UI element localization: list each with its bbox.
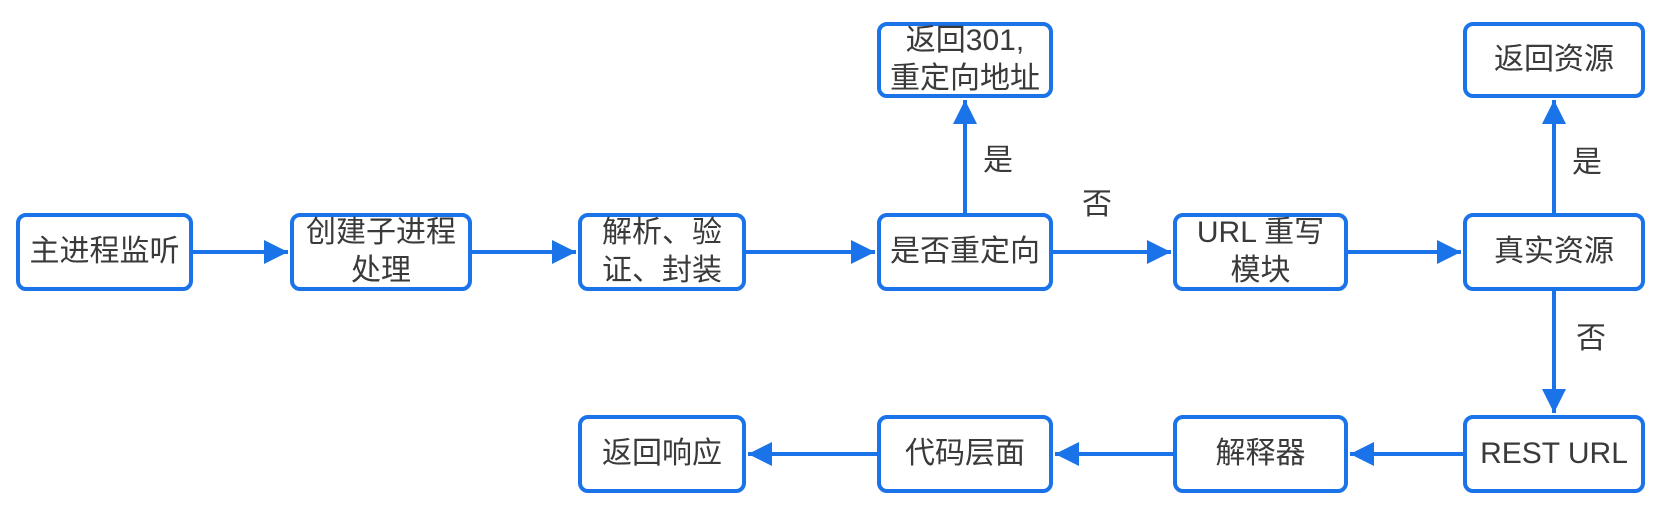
node-label: 代码层面 bbox=[905, 436, 1025, 470]
node-return-response: 返回响应 bbox=[578, 415, 746, 493]
node-label: 主进程监听 bbox=[29, 234, 180, 268]
node-label: 返回响应 bbox=[602, 436, 722, 470]
node-main-listen: 主进程监听 bbox=[16, 213, 193, 291]
node-real-resource: 真实资源 bbox=[1463, 213, 1645, 291]
edge-label-resource-yes: 是 bbox=[1572, 146, 1602, 179]
edge-label-redirect-yes: 是 bbox=[983, 144, 1013, 177]
node-create-child: 创建子进程 处理 bbox=[290, 213, 472, 291]
edge-label-resource-no: 否 bbox=[1576, 322, 1606, 355]
node-return-resource: 返回资源 bbox=[1463, 22, 1645, 98]
node-label: 是否重定向 bbox=[890, 234, 1040, 268]
node-label: 真实资源 bbox=[1494, 234, 1614, 268]
node-return-301: 返回301, 重定向地址 bbox=[877, 22, 1053, 98]
node-label: 解释器 bbox=[1215, 436, 1306, 470]
node-label: 返回资源 bbox=[1494, 42, 1614, 76]
node-label: 解析、验 证、封装 bbox=[602, 215, 722, 287]
node-label: 创建子进程 处理 bbox=[306, 215, 456, 287]
node-label: 返回301, 重定向地址 bbox=[890, 23, 1040, 95]
node-is-redirect: 是否重定向 bbox=[877, 213, 1053, 291]
node-rest-url: REST URL bbox=[1463, 415, 1645, 493]
node-interpreter: 解释器 bbox=[1173, 415, 1348, 493]
edge-label-redirect-no: 否 bbox=[1082, 188, 1112, 221]
node-label: REST URL bbox=[1480, 436, 1628, 470]
node-code-layer: 代码层面 bbox=[877, 415, 1053, 493]
node-url-rewrite: URL 重写 模块 bbox=[1173, 213, 1348, 291]
node-parse-validate: 解析、验 证、封装 bbox=[578, 213, 746, 291]
node-label: URL 重写 模块 bbox=[1196, 215, 1325, 287]
